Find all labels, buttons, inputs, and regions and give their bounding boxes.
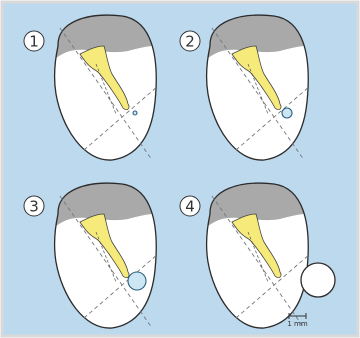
hole [128, 272, 146, 290]
scale-bar-label: 1 mm [287, 320, 307, 328]
hole [133, 111, 137, 115]
hole [301, 263, 335, 297]
panel-number: 1 [29, 33, 39, 51]
panel-number: 4 [185, 198, 195, 216]
panel-number: 3 [29, 198, 39, 216]
hole [282, 108, 292, 118]
panel-number: 2 [185, 33, 195, 51]
